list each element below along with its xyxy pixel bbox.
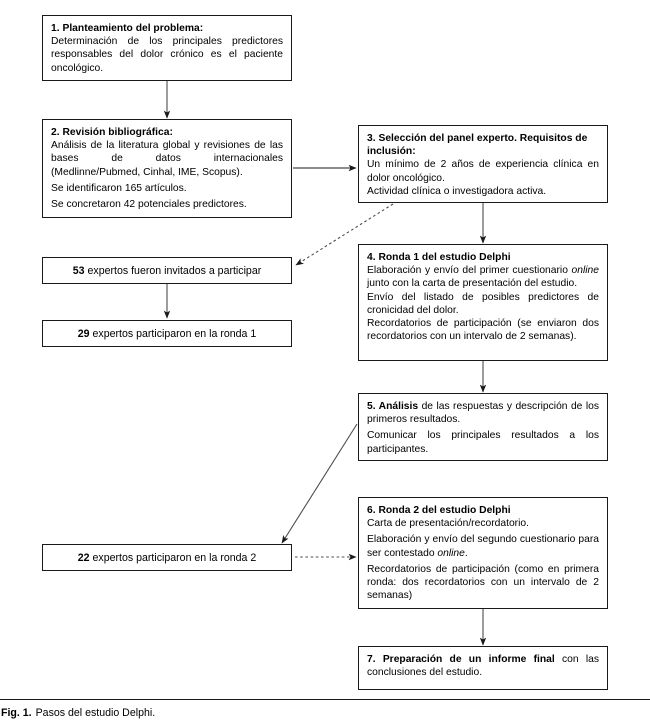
node-step-4-body-1-pre: Elaboración y envío del primer cuestiona… [367,265,572,277]
caption-divider [0,699,650,700]
tally-round1-label: expertos participaron en la ronda 1 [92,327,257,340]
node-step-7-title: 7. Preparación de un informe final [367,654,555,665]
node-step-2: 2. Revisión bibliográfica: Análisis de l… [42,119,292,218]
connector-step5-round2 [281,423,358,544]
node-step-5-body-2: Comunicar los principales resultados a l… [367,430,599,455]
node-step-2-body-3: Se concretaron 42 potenciales predictore… [51,199,247,211]
node-step-6-title: 6. Ronda 2 del estudio Delphi [367,505,511,516]
node-step-4-body-3: Recordatorios de participación (se envia… [367,318,599,343]
node-step-3-title: 3. Selección del panel experto. Requisit… [367,133,588,158]
node-step-2-title: 2. Revisión bibliográfica: [51,127,173,138]
node-step-3-body-2: Actividad clínica o investigadora activa… [367,185,547,197]
node-step-6-body-2: Elaboración y envío del segundo cuestion… [367,533,599,559]
node-step-5: 5. Análisis de las respuestas y descripc… [358,393,608,461]
node-step-7-body: 7. Preparación de un informe final con l… [367,653,599,679]
tally-invited-label: expertos fueron invitados a participar [87,264,262,277]
node-step-6-body-1: Carta de presentación/recordatorio. [367,518,529,530]
node-step-4: 4. Ronda 1 del estudio Delphi Elaboració… [358,244,608,361]
node-step-1-title: 1. Planteamiento del problema: [51,23,204,34]
node-step-4-body-1: Elaboración y envío del primer cuestiona… [367,264,599,290]
node-step-6-body-3: Recordatorios de participación (como en … [367,563,599,602]
figure-caption: Fig. 1.Pasos del estudio Delphi. [1,707,155,720]
node-step-3-body-1: Un mínimo de 2 años de experiencia clíni… [367,159,599,184]
node-step-5-body-1-text: de las respuestas y descripción de los p… [367,401,600,426]
tally-round2-label: expertos participaron en la ronda 2 [92,551,257,564]
node-step-5-body-1: 5. Análisis de las respuestas y descripc… [367,400,599,426]
node-step-4-body-1-post: junto con la carta de presentación del e… [367,278,578,290]
node-step-2-body-2: Se identificaron 165 artículos. [51,182,187,194]
node-step-6-online-emphasis: online [437,547,465,559]
node-step-1: 1. Planteamiento del problema: Determina… [42,15,292,81]
tally-invited-number: 53 [72,264,85,277]
figure-caption-text: Pasos del estudio Delphi. [35,707,156,719]
node-step-6: 6. Ronda 2 del estudio Delphi Carta de p… [358,497,608,609]
figure-caption-label: Fig. 1. [1,707,32,719]
node-step-4-title: 4. Ronda 1 del estudio Delphi [367,252,511,263]
node-step-4-body-2: Envío del listado de posibles predictore… [367,291,599,316]
node-step-7: 7. Preparación de un informe final con l… [358,646,608,690]
node-step-4-online-emphasis: online [571,265,599,277]
node-step-3: 3. Selección del panel experto. Requisit… [358,125,608,203]
node-step-2-body-1: Análisis de la literatura global y revis… [51,140,283,178]
node-step-6-body-2-pre: Elaboración y envío del segundo cuestion… [367,534,599,559]
tally-round1-number: 29 [77,327,90,340]
node-step-7-body-text: con las conclusiones del estudio. [367,654,599,679]
node-step-6-body-2-post: . [464,547,468,559]
node-step-5-title: 5. Análisis [367,401,419,412]
tally-round2-number: 22 [77,551,90,564]
node-step-1-body: Determinación de los principales predict… [51,36,283,74]
